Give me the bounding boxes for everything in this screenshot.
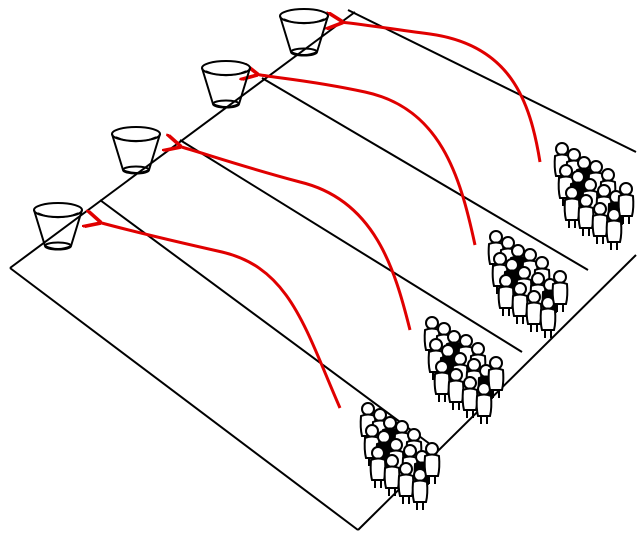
teams bbox=[361, 143, 634, 510]
player-group-icon bbox=[555, 143, 634, 250]
player-group-icon bbox=[489, 231, 568, 338]
basket-icon bbox=[112, 127, 160, 174]
player-group-icon bbox=[361, 403, 440, 510]
run-arrow-lane-2 bbox=[178, 146, 410, 330]
basket-icon bbox=[280, 9, 328, 56]
basket-icon bbox=[202, 61, 250, 108]
run-arrow-lane-3 bbox=[255, 74, 475, 245]
baskets bbox=[34, 9, 328, 250]
basket-icon bbox=[34, 203, 82, 250]
run-arrow-lane-1 bbox=[98, 222, 340, 408]
